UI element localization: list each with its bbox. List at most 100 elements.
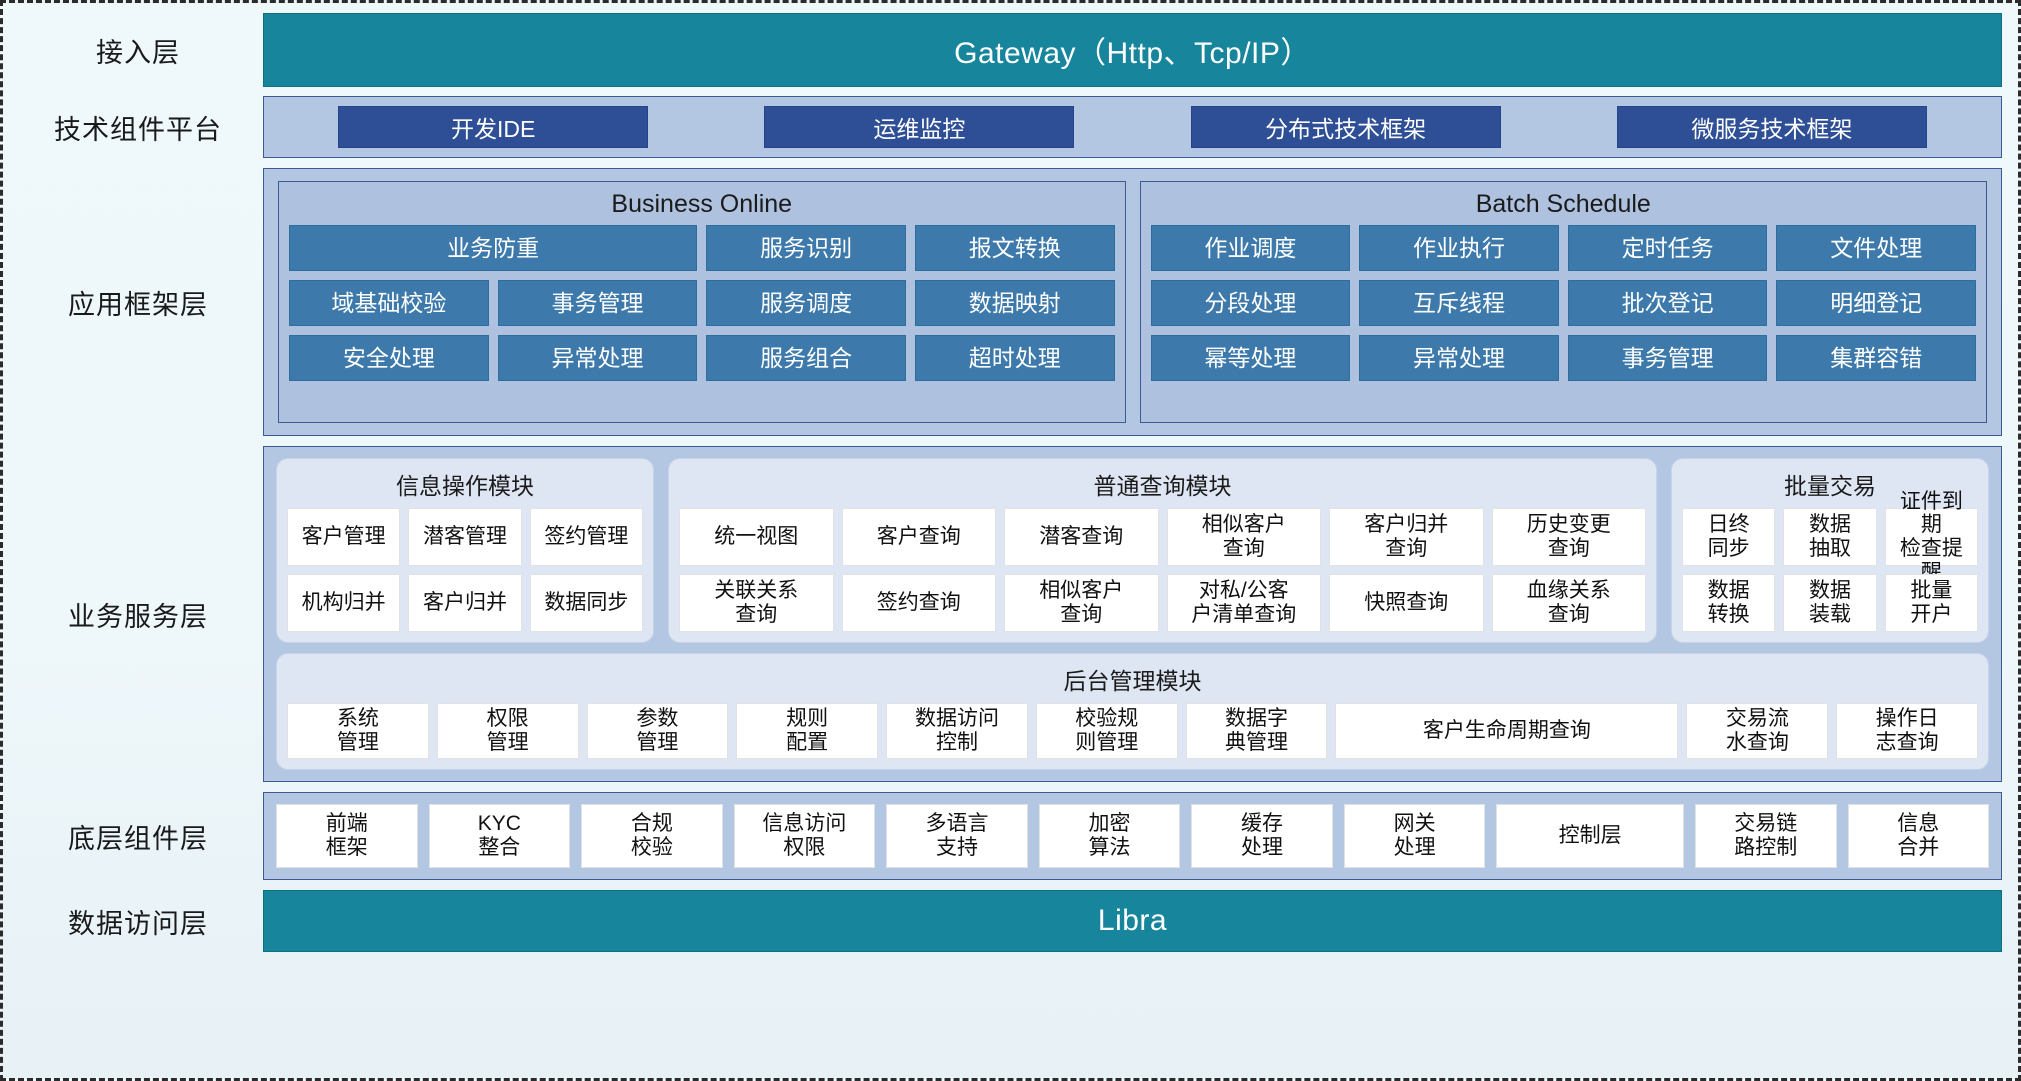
module-title-batch-transaction: 批量交易 xyxy=(1784,473,1876,499)
cell-data-dictionary-mgmt[interactable]: 数据字典管理 xyxy=(1185,703,1328,759)
cell-customer-lifecycle-query[interactable]: 客户生命周期查询 xyxy=(1335,703,1679,759)
cell-data-transform[interactable]: 数据转换 xyxy=(1682,574,1776,632)
cell-rule-config[interactable]: 规则配置 xyxy=(736,703,879,759)
chip-data-mapping[interactable]: 数据映射 xyxy=(914,280,1115,326)
cell-similar-customer-query[interactable]: 相似客户查询 xyxy=(1166,508,1321,566)
cell-org-merge[interactable]: 机构归并 xyxy=(287,574,401,632)
cell-data-access-control[interactable]: 数据访问控制 xyxy=(886,703,1028,759)
cell-permission-mgmt[interactable]: 权限管理 xyxy=(436,703,579,759)
tech-chip-ops-monitor[interactable]: 运维监控 xyxy=(764,106,1075,148)
module-info-operations: 信息操作模块 客户管理 潜客管理 签约管理 机构归并 客户归并 数据同步 xyxy=(276,458,654,643)
cell-relation-query[interactable]: 关联关系查询 xyxy=(679,574,834,632)
module-backend-admin: 后台管理模块 系统管理 权限管理 参数管理 规则配置 数据访问控制 校验规则管理… xyxy=(276,653,1989,770)
module-batch-transaction: 批量交易 日终同步 数据抽取 证件到期检查提醒 数据转换 数据装载 批量开户 xyxy=(1671,458,1989,643)
module-title-info-operations: 信息操作模块 xyxy=(396,473,534,499)
cell-unified-view[interactable]: 统一视图 xyxy=(679,508,834,566)
layer-label-data-access: 数据访问层 xyxy=(68,908,208,939)
business-service-row: 业务服务层 信息操作模块 客户管理 潜客管理 签约管理 机构归并 客户归并 数据… xyxy=(13,446,2002,782)
cell-customer-merge-query[interactable]: 客户归并查询 xyxy=(1329,508,1484,566)
cell-similar-customer-query-2[interactable]: 相似客户查询 xyxy=(1004,574,1159,632)
backend-admin-grid: 系统管理 权限管理 参数管理 规则配置 数据访问控制 校验规则管理 数据字典管理… xyxy=(287,703,1978,759)
chip-exception-process[interactable]: 异常处理 xyxy=(497,335,698,381)
cell-eod-sync[interactable]: 日终同步 xyxy=(1682,508,1776,566)
cell-parameter-mgmt[interactable]: 参数管理 xyxy=(586,703,729,759)
cell-private-public-list-query[interactable]: 对私/公客户清单查询 xyxy=(1166,574,1321,632)
cell-encryption-algorithm[interactable]: 加密算法 xyxy=(1038,804,1181,868)
cell-frontend-framework[interactable]: 前端框架 xyxy=(276,804,418,868)
chip-detail-register[interactable]: 明细登记 xyxy=(1776,280,1976,326)
info-operations-grid: 客户管理 潜客管理 签约管理 机构归并 客户归并 数据同步 xyxy=(287,508,643,632)
cell-contract-query[interactable]: 签约查询 xyxy=(841,574,996,632)
batch-schedule-grid: 作业调度 作业执行 定时任务 文件处理 分段处理 互斥线程 批次登记 明细登记 … xyxy=(1150,225,1976,381)
chip-file-process[interactable]: 文件处理 xyxy=(1776,225,1976,271)
cell-data-extract[interactable]: 数据抽取 xyxy=(1783,508,1877,566)
cell-prospect-mgmt[interactable]: 潜客管理 xyxy=(408,508,522,566)
chip-message-convert[interactable]: 报文转换 xyxy=(914,225,1115,271)
chip-mutex-thread[interactable]: 互斥线程 xyxy=(1359,280,1559,326)
cell-lineage-query[interactable]: 血缘关系查询 xyxy=(1491,574,1646,632)
cell-transaction-chain-control[interactable]: 交易链路控制 xyxy=(1694,804,1837,868)
chip-transaction-mgmt[interactable]: 事务管理 xyxy=(497,280,698,326)
data-access-body: Libra xyxy=(263,890,2002,952)
cell-data-load[interactable]: 数据装载 xyxy=(1783,574,1877,632)
chip-timeout-process[interactable]: 超时处理 xyxy=(914,335,1115,381)
chip-batch-register[interactable]: 批次登记 xyxy=(1567,280,1768,326)
chip-job-execute[interactable]: 作业执行 xyxy=(1359,225,1559,271)
cell-compliance-check[interactable]: 合规校验 xyxy=(581,804,723,868)
chip-timed-task[interactable]: 定时任务 xyxy=(1567,225,1768,271)
chip-job-schedule[interactable]: 作业调度 xyxy=(1150,225,1351,271)
layer-label-tech-platform: 技术组件平台 xyxy=(54,114,222,145)
cell-validation-rule-mgmt[interactable]: 校验规则管理 xyxy=(1035,703,1178,759)
chip-batch-transaction[interactable]: 事务管理 xyxy=(1567,335,1768,381)
cell-id-expiry-alert[interactable]: 证件到期检查提醒 xyxy=(1884,490,1978,584)
group-batch-schedule: Batch Schedule 作业调度 作业执行 定时任务 文件处理 分段处理 … xyxy=(1139,181,1987,423)
cell-system-mgmt[interactable]: 系统管理 xyxy=(287,703,429,759)
cell-multilanguage-support[interactable]: 多语言支持 xyxy=(886,804,1028,868)
cell-transaction-flow-query[interactable]: 交易流水查询 xyxy=(1686,703,1829,759)
layer-label-base-component: 底层组件层 xyxy=(68,823,208,854)
access-layer-row: 接入层 Gateway（Http、Tcp/IP） xyxy=(13,13,2002,87)
group-business-online: Business Online 业务防重 服务识别 报文转换 域基础校验 事务管… xyxy=(278,181,1126,423)
cell-customer-mgmt[interactable]: 客户管理 xyxy=(287,508,401,566)
cell-info-access-permission[interactable]: 信息访问权限 xyxy=(733,804,876,868)
chip-service-compose[interactable]: 服务组合 xyxy=(706,335,906,381)
business-modules-top: 信息操作模块 客户管理 潜客管理 签约管理 机构归并 客户归并 数据同步 普通查… xyxy=(276,458,1989,643)
cell-data-sync[interactable]: 数据同步 xyxy=(529,574,643,632)
tech-chip-ide[interactable]: 开发IDE xyxy=(338,106,649,148)
module-title-backend-admin: 后台管理模块 xyxy=(1063,668,1202,694)
business-online-grid: 业务防重 服务识别 报文转换 域基础校验 事务管理 服务调度 数据映射 安全处理… xyxy=(289,225,1115,381)
cell-info-merge[interactable]: 信息合并 xyxy=(1847,804,1990,868)
module-common-query: 普通查询模块 统一视图 客户查询 潜客查询 相似客户查询 客户归并查询 历史变更… xyxy=(668,458,1657,643)
cell-batch-open-account[interactable]: 批量开户 xyxy=(1884,574,1978,632)
libra-bar[interactable]: Libra xyxy=(263,890,2002,952)
business-service-body: 信息操作模块 客户管理 潜客管理 签约管理 机构归并 客户归并 数据同步 普通查… xyxy=(263,446,2002,782)
cell-customer-merge[interactable]: 客户归并 xyxy=(408,574,522,632)
gateway-bar[interactable]: Gateway（Http、Tcp/IP） xyxy=(263,13,2002,87)
chip-security-process[interactable]: 安全处理 xyxy=(289,335,489,381)
chip-segment-process[interactable]: 分段处理 xyxy=(1150,280,1351,326)
cell-prospect-query[interactable]: 潜客查询 xyxy=(1004,508,1159,566)
tech-platform-panel: 开发IDE 运维监控 分布式技术框架 微服务技术框架 xyxy=(263,96,2002,158)
layer-label-business-service: 业务服务层 xyxy=(68,601,208,632)
cell-customer-query[interactable]: 客户查询 xyxy=(841,508,996,566)
chip-domain-validate[interactable]: 域基础校验 xyxy=(289,280,489,326)
chip-batch-exception[interactable]: 异常处理 xyxy=(1359,335,1559,381)
chip-cluster-tolerance[interactable]: 集群容错 xyxy=(1776,335,1976,381)
tech-chip-distributed[interactable]: 分布式技术框架 xyxy=(1190,106,1501,148)
chip-service-identify[interactable]: 服务识别 xyxy=(706,225,906,271)
cell-snapshot-query[interactable]: 快照查询 xyxy=(1329,574,1484,632)
cell-cache-process[interactable]: 缓存处理 xyxy=(1191,804,1333,868)
tech-chip-microservice[interactable]: 微服务技术框架 xyxy=(1616,106,1927,148)
cell-history-change-query[interactable]: 历史变更查询 xyxy=(1491,508,1646,566)
common-query-grid: 统一视图 客户查询 潜客查询 相似客户查询 客户归并查询 历史变更查询 关联关系… xyxy=(679,508,1646,632)
cell-control-layer[interactable]: 控制层 xyxy=(1496,804,1684,868)
layer-label-app-framework: 应用框架层 xyxy=(68,289,208,320)
chip-business-dedup[interactable]: 业务防重 xyxy=(289,225,698,271)
cell-operation-log-query[interactable]: 操作日志查询 xyxy=(1836,703,1978,759)
cell-gateway-process[interactable]: 网关处理 xyxy=(1343,804,1486,868)
chip-idempotent[interactable]: 幂等处理 xyxy=(1150,335,1351,381)
chip-service-schedule[interactable]: 服务调度 xyxy=(706,280,906,326)
business-service-panel: 信息操作模块 客户管理 潜客管理 签约管理 机构归并 客户归并 数据同步 普通查… xyxy=(263,446,2002,782)
cell-contract-mgmt[interactable]: 签约管理 xyxy=(529,508,643,566)
